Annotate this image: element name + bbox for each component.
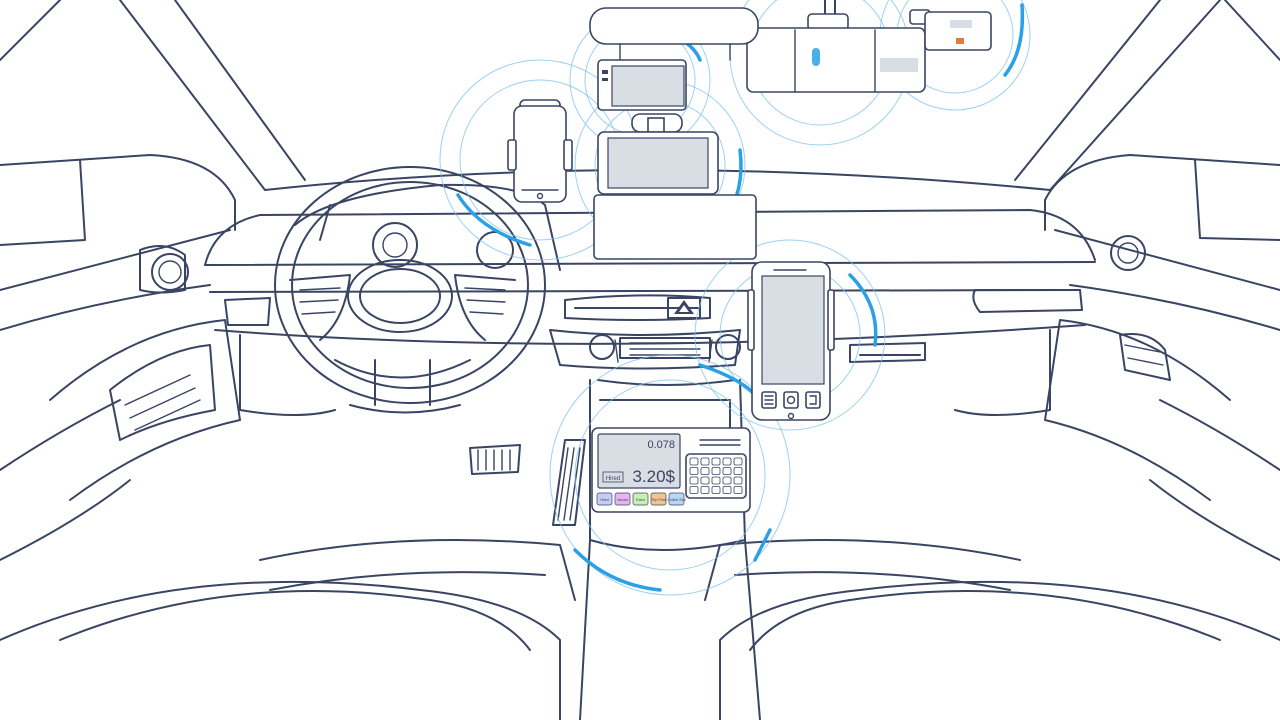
keypad-key[interactable]: [733, 486, 743, 494]
keypad-key[interactable]: [689, 486, 699, 494]
home-icon[interactable]: [786, 395, 796, 405]
keypad-key[interactable]: [711, 486, 721, 494]
keypad-key[interactable]: [689, 467, 699, 475]
keypad-key[interactable]: [722, 457, 732, 466]
meter-distance: 0.078: [647, 439, 675, 451]
back-icon[interactable]: [809, 395, 817, 405]
rearview-dashcam: [746, 0, 926, 93]
keypad-key[interactable]: [711, 457, 721, 466]
keypad-key[interactable]: [711, 467, 721, 475]
meter-button[interactable]: [650, 492, 667, 506]
keypad-key[interactable]: [689, 457, 699, 466]
keypad-keys: [689, 457, 743, 494]
meter-button-label: Vacant: [617, 498, 628, 502]
keypad-key[interactable]: [722, 476, 732, 485]
headrest-tablet: [589, 7, 759, 111]
meter-button[interactable]: [632, 492, 649, 506]
meter-button-label: Trip Print: [651, 498, 665, 502]
hazard-icon[interactable]: [674, 300, 694, 314]
pos-terminal: [747, 261, 835, 421]
keypad-key[interactable]: [700, 476, 710, 485]
windshield-sensor: [909, 9, 992, 51]
seats: [0, 539, 1280, 720]
left-door: [0, 154, 241, 561]
keypad-key[interactable]: [733, 457, 743, 466]
meter-button[interactable]: [668, 492, 685, 506]
keypad-key[interactable]: [700, 467, 710, 475]
meter-button-label: Extra: [636, 498, 644, 502]
keypad-key[interactable]: [700, 457, 710, 466]
menu-icon[interactable]: [764, 395, 774, 405]
pedals: [469, 439, 586, 526]
keypad-key[interactable]: [733, 476, 743, 485]
meter-button[interactable]: [614, 492, 631, 506]
phone-mount: [507, 99, 573, 203]
meter-button[interactable]: [596, 492, 613, 506]
meter-button-label: Collect Stat: [667, 498, 685, 502]
meter-status: Hired: [606, 476, 620, 482]
keypad-key[interactable]: [722, 486, 732, 494]
keypad-key[interactable]: [722, 467, 732, 475]
meter-button-label: Hired: [600, 498, 609, 502]
keypad-key[interactable]: [733, 467, 743, 475]
keypad-key[interactable]: [700, 486, 710, 494]
meter-fare: 3.20$: [632, 467, 675, 486]
center-stack: [549, 294, 746, 541]
dash-tablet: [593, 113, 757, 260]
keypad-key[interactable]: [711, 476, 721, 485]
steering-wheel: [274, 166, 561, 414]
right-door: [1044, 154, 1280, 561]
keypad-key[interactable]: [689, 476, 699, 485]
